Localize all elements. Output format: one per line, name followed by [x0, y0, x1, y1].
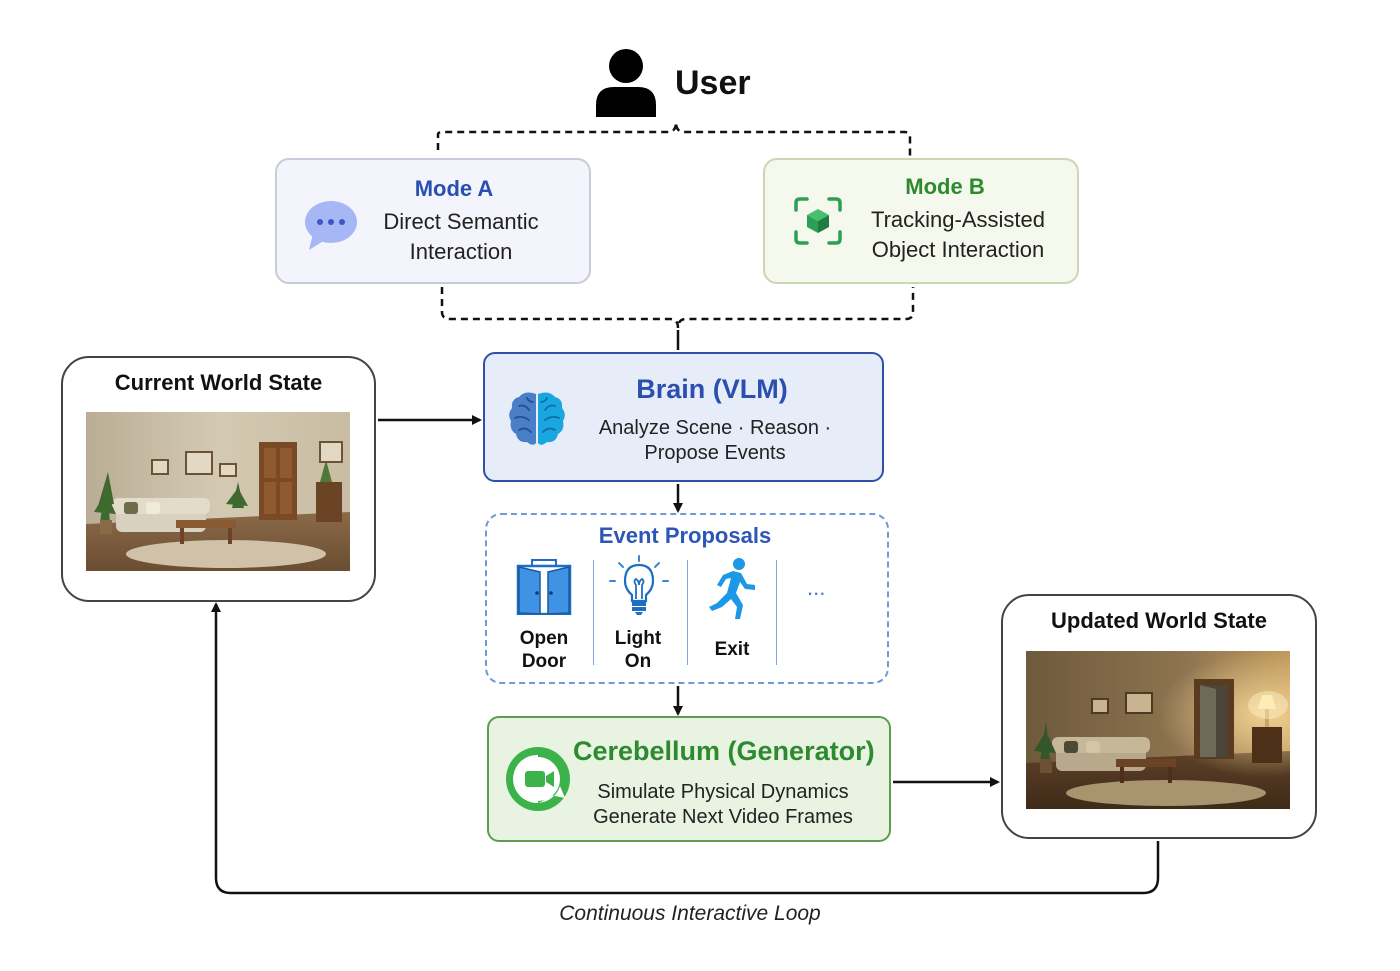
brain-icon [509, 392, 565, 445]
mode-a-box: Mode A Direct Semantic Interaction [275, 158, 591, 284]
feedback-loop-arrow [211, 602, 1160, 895]
brain-line1: Analyze Scene · Reason · [598, 417, 832, 439]
event-proposals-title: Event Proposals [598, 523, 772, 548]
chat-bubble-icon [305, 201, 357, 250]
brain-line2: Propose Events [644, 442, 786, 464]
brain-description: Analyze Scene · Reason · Propose Events [575, 416, 855, 466]
updated-room-image [1026, 651, 1290, 809]
current-world-state-title: Current World State [114, 370, 323, 395]
mode-b-description: Tracking-Assisted Object Interaction [855, 205, 1061, 265]
exit-running-icon [709, 558, 755, 619]
cerebellum-line1: Simulate Physical Dynamics [597, 781, 849, 803]
event-open-door-line1: Open [519, 628, 569, 649]
video-camera-icon [506, 747, 570, 811]
updated-world-state-box: Updated World State [1001, 594, 1317, 839]
modes-to-brain-dashed-connector [440, 287, 915, 329]
updated-world-state-title: Updated World State [1051, 608, 1267, 633]
brain-vlm-box: Brain (VLM) Analyze Scene · Reason · Pro… [483, 352, 884, 482]
cerebellum-title: Cerebellum (Generator) [573, 736, 875, 766]
cerebellum-line2: Generate Next Video Frames [593, 806, 853, 828]
mode-b-box: Mode B Tracking-Assisted Object Interact… [763, 158, 1079, 284]
event-divider-3 [776, 560, 777, 665]
current-room-image [86, 412, 350, 571]
event-divider-2 [687, 560, 688, 665]
event-more-ellipsis: ... [807, 575, 826, 600]
mode-b-title: Mode B [905, 174, 985, 199]
cerebellum-description: Simulate Physical Dynamics Generate Next… [573, 780, 873, 830]
cerebellum-generator-box: Cerebellum (Generator) Simulate Physical… [487, 716, 891, 842]
loop-label: Continuous Interactive Loop [559, 902, 821, 925]
light-bulb-icon [609, 555, 669, 615]
event-light-on-line1: Light [614, 628, 662, 649]
event-light-on-label: Light On [593, 627, 683, 673]
mode-a-title: Mode A [414, 176, 494, 201]
event-divider-1 [593, 560, 594, 665]
event-exit-label: Exit [714, 639, 750, 660]
mode-b-line2: Object Interaction [871, 237, 1045, 262]
event-open-door-label: Open Door [499, 627, 589, 673]
open-door-icon [516, 559, 572, 615]
mode-a-line2: Interaction [409, 239, 513, 264]
mode-a-description: Direct Semantic Interaction [371, 207, 551, 267]
object-tracking-icon [794, 197, 842, 245]
current-world-state-box: Current World State [61, 356, 376, 602]
brain-title: Brain (VLM) [636, 374, 788, 404]
mode-a-line1: Direct Semantic [383, 209, 539, 234]
user-icon [596, 49, 656, 117]
user-to-modes-dashed-connector [436, 121, 912, 156]
event-light-on-line2: On [624, 651, 652, 672]
mode-b-line1: Tracking-Assisted [870, 207, 1045, 232]
event-proposals-box: Event Proposals Open Door Light On Exit … [485, 513, 889, 684]
event-open-door-line2: Door [521, 651, 567, 672]
user-label: User [675, 64, 751, 102]
